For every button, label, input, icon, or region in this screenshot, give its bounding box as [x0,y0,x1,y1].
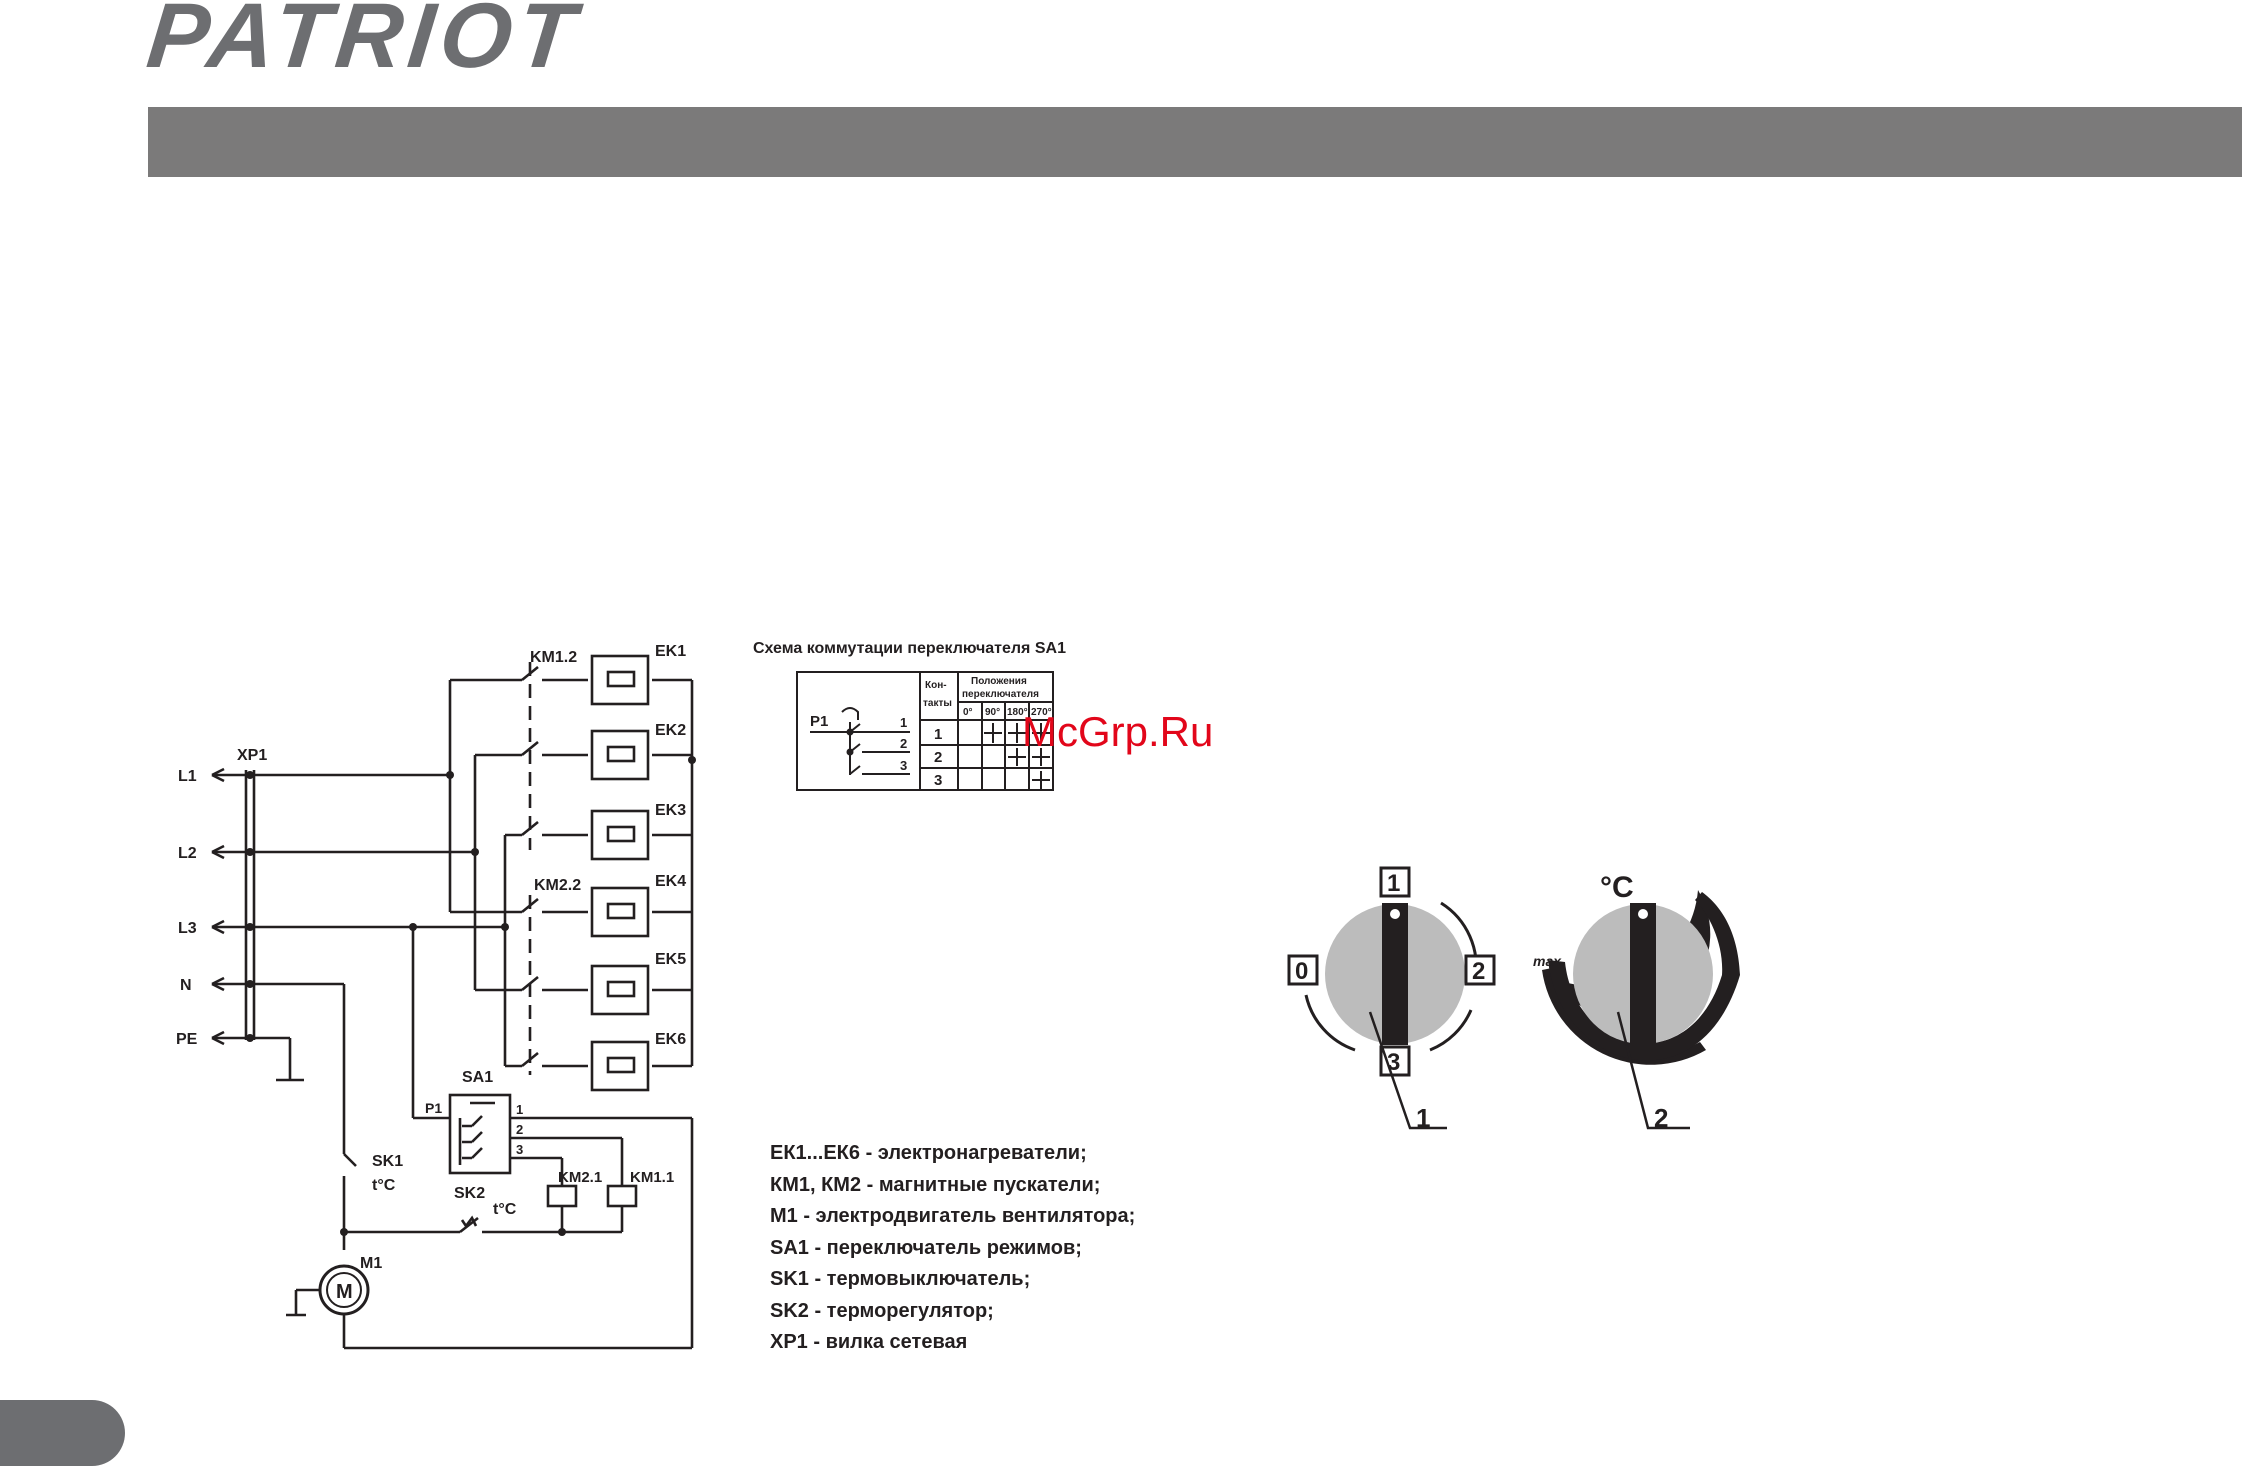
coil-label-km11: KM1.1 [630,1169,674,1186]
thermostat-label: SK2 [454,1185,485,1202]
legend-item: КМ1, КМ2 - магнитные пускатели; [770,1173,1101,1196]
line-label-l3: L3 [178,920,197,937]
legend-item: SK2 - терморегулятор; [770,1299,994,1322]
switch-output-3: 3 [516,1142,523,1157]
coil-label-km21: KM2.1 [558,1169,602,1186]
scheme-input-label: P1 [810,713,828,730]
heater-elements [590,654,650,1092]
mode-position-2: 2 [1472,958,1485,985]
heater-label-ek4: EK4 [655,873,686,890]
thermostat-unit: t°C [493,1201,517,1218]
switch-scheme-title: Схема коммутации переключателя SA1 [753,640,1066,657]
legend-item: ХР1 - вилка сетевая [770,1331,968,1353]
positions-header-2: переключателя [962,689,1039,700]
contact-row-3: 3 [934,772,942,789]
switch-scheme: Кон- такты Положения переключателя 0° 90… [796,671,1054,791]
component-legend: ЕК1...ЕК6 - электронагреватели; КМ1, КМ2… [770,1138,1135,1359]
thermostat-knob: °C max 2 [1533,871,1740,1133]
thermal-cutout-unit: t°C [372,1177,396,1194]
line-label-l2: L2 [178,845,197,862]
scheme-out-2: 2 [900,736,907,751]
circuit-labels: XP1 L1 L2 L3 N PE KM1.2 KM2.2 EK1 EK2 EK… [176,643,686,1272]
switch-output-2: 2 [516,1122,523,1137]
contacts-header-1: Кон- [925,680,947,691]
line-label-l1: L1 [178,768,197,785]
watermark-text: McGrp.Ru [1022,708,1214,755]
mode-position-3: 3 [1387,1049,1400,1076]
contact-row-2: 2 [934,749,942,766]
callout-1: 1 [1416,1103,1430,1133]
line-label-n: N [180,977,192,994]
page-number-tab [0,1400,125,1466]
contacts-header-2: такты [923,698,952,709]
switch-label: SA1 [462,1069,493,1086]
contactor-label-2: KM2.2 [534,877,581,894]
motor-symbol: M [318,1264,370,1316]
line-label-pe: PE [176,1031,198,1048]
legend-item: SA1 - переключатель режимов; [770,1236,1082,1259]
heater-label-ek6: EK6 [655,1031,686,1048]
angle-0: 0° [963,707,973,718]
switch-output-1: 1 [516,1102,523,1117]
heater-label-ek5: EK5 [655,951,686,968]
plug-label: XP1 [237,747,267,764]
legend-item: SK1 - термовыключатель; [770,1268,1031,1290]
thermostat-unit-label: °C [1600,871,1634,904]
header-bar [148,107,2242,177]
switch-input-label: P1 [425,1100,442,1116]
scheme-out-3: 3 [900,758,907,773]
heater-label-ek3: EK3 [655,802,686,819]
thermal-cutout-label: SK1 [372,1153,403,1170]
angle-90: 90° [985,707,1000,718]
mode-position-0: 0 [1295,958,1308,985]
mode-position-1: 1 [1387,870,1400,897]
angle-180: 180° [1007,707,1028,718]
contact-row-1: 1 [934,726,942,743]
motor-label: M1 [360,1255,382,1272]
heater-label-ek2: EK2 [655,722,686,739]
mode-knob: 1 2 0 3 1 [1287,866,1496,1133]
legend-item: ЕК1...ЕК6 - электронагреватели; [770,1142,1087,1164]
heater-label-ek1: EK1 [655,643,686,660]
legend-item: М1 - электродвигатель вентилятора; [770,1205,1136,1227]
contactor-label-1: KM1.2 [530,649,577,666]
scheme-out-1: 1 [900,715,907,730]
positions-header-1: Положения [971,676,1027,687]
motor-symbol-label: M [336,1281,353,1303]
angle-270: 270° [1031,707,1052,718]
junction-dots [246,756,696,1236]
thermostat-max-label: max [1533,953,1562,969]
callout-2: 2 [1654,1103,1668,1133]
